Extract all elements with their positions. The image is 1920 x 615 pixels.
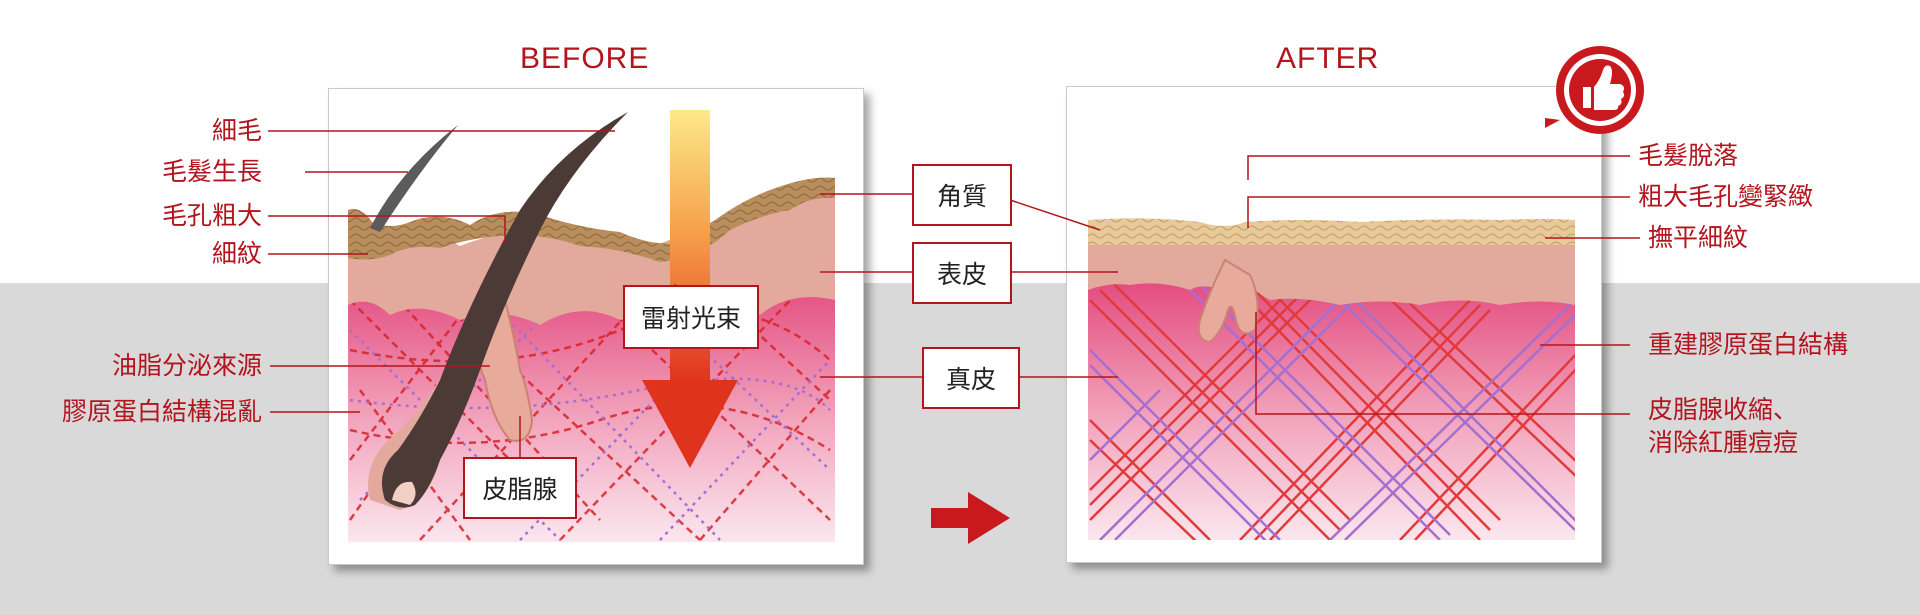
dermis-box: 真皮	[922, 347, 1020, 409]
after-sebaceous-gland	[1197, 258, 1259, 344]
before-stratum-corneum	[348, 177, 835, 262]
before-hair-shaft	[381, 112, 628, 508]
label-large-pores: 毛孔粗大	[161, 201, 262, 230]
leader-lines	[268, 130, 1640, 466]
after-elastic-fibers	[1089, 284, 1575, 540]
label-hair-removal: 毛髮脫落	[1638, 141, 1739, 170]
label-smooth-lines: 撫平細紋	[1648, 223, 1749, 252]
label-pore-tightening: 粗大毛孔變緊緻	[1638, 182, 1814, 211]
right-arrow-icon	[931, 492, 1010, 544]
before-skin-layers	[348, 112, 835, 542]
thumbs-up-icon	[1545, 46, 1644, 134]
after-skin-layers	[1088, 218, 1575, 540]
label-gland-shrink-line1: 皮脂腺收縮、	[1648, 395, 1799, 424]
sebaceous-gland-box: 皮脂腺	[463, 457, 577, 519]
before-hair-papilla	[392, 481, 416, 505]
epidermis-box: 表皮	[912, 242, 1012, 304]
after-heading: AFTER	[1276, 42, 1380, 75]
before-fine-hair	[370, 125, 458, 232]
label-hair-growth: 毛髮生長	[161, 157, 262, 186]
label-gland-shrink-line2: 消除紅腫痘痘	[1648, 428, 1799, 457]
label-collagen-disorder: 膠原蛋白結構混亂	[61, 397, 262, 426]
after-dermis	[1088, 270, 1575, 540]
label-fine-hair: 細毛	[211, 116, 262, 145]
label-collagen-rebuild: 重建膠原蛋白結構	[1648, 330, 1849, 359]
stratum-corneum-box: 角質	[912, 164, 1012, 226]
laser-beam-box: 雷射光束	[623, 285, 759, 349]
before-heading: BEFORE	[520, 42, 650, 75]
after-stratum-corneum	[1088, 218, 1575, 245]
label-sebum-source: 油脂分泌來源	[111, 351, 262, 380]
after-epidermis	[1088, 245, 1575, 305]
label-fine-lines: 細紋	[211, 239, 262, 268]
after-collagen-fibers	[1089, 269, 1575, 540]
